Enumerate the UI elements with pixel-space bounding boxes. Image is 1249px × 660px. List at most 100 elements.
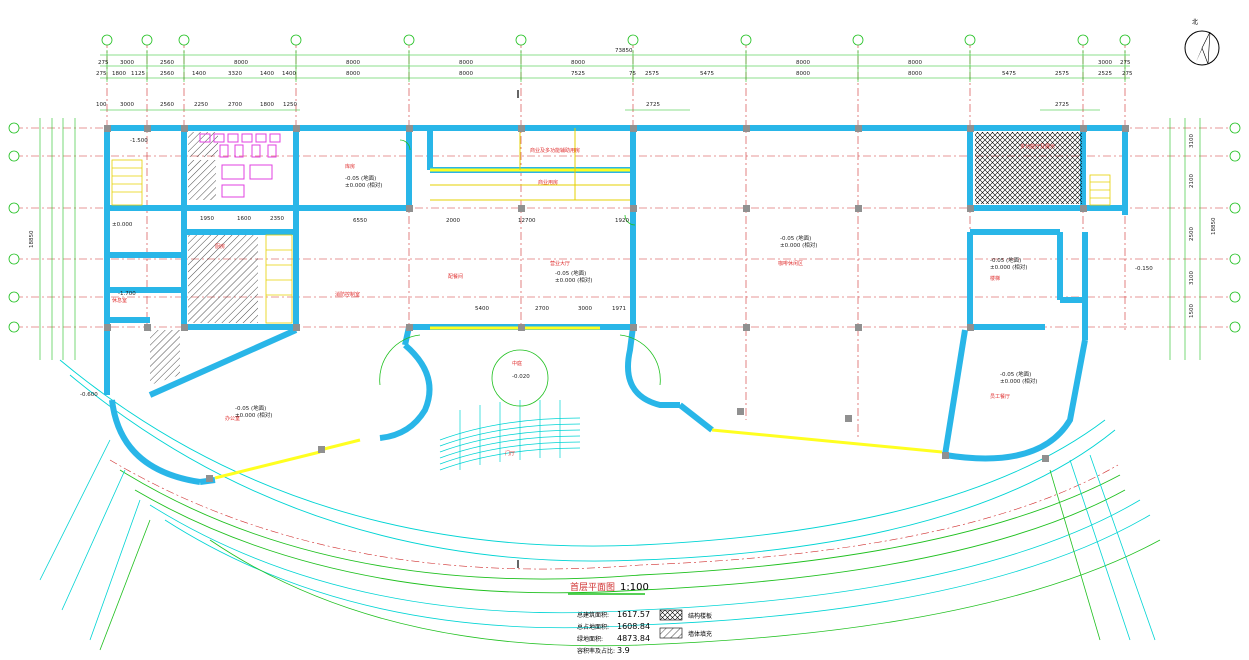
level-text: -0.020 [512,374,530,380]
stairs [111,159,1111,324]
dim-text: 2250 [194,102,208,108]
stat-value: 1608.84 [617,622,650,631]
level-text: -0.05 (地面) [345,174,376,182]
dim-text: 2700 [535,306,549,312]
room-labels: 库房 商业及多功能辅助用房 商业用房 配餐间 营业大厅 咖啡休闲区 中庭 门厅 … [112,143,1055,457]
left-total-dimension: 18850 [29,230,35,248]
top-dim-row1: 275 3000 2560 8000 8000 8000 8000 8000 8… [98,60,1131,66]
dim-text: 1400 [260,71,274,77]
level-text: -0.600 [80,392,98,398]
room-label: 厨房 [215,243,225,250]
dim-text: 8000 [571,60,585,66]
dim-text: 3100 [1189,271,1195,285]
top-axis-bubbles [101,34,1131,46]
room-label: 商业及多功能辅助用房 [530,147,580,154]
dim-text: 275 [98,60,109,66]
stat-label: 绿地面积: [577,635,603,643]
level-text: ±0.000 (相对) [780,241,817,249]
inner-dims: 1950 1600 2350 6550 2000 12700 1920 5400… [200,102,1069,312]
dim-text: 1950 [200,216,214,222]
stat-label: 容积率及占比: [577,647,615,655]
level-text: ±0.000 (相对) [235,411,272,419]
room-label: 配餐间 [448,273,463,280]
dim-text: 1800 [112,71,126,77]
room-label: 中庭 [512,360,522,367]
dim-text: 1250 [283,102,297,108]
dim-text: 2725 [1055,102,1069,108]
columns [104,125,1129,482]
dim-text: 2000 [446,218,460,224]
room-label: 多功能厅及展示 [1020,143,1055,150]
room-label: 办公室 [225,415,240,422]
dim-text: 275 [96,71,107,77]
dim-text: 8000 [908,71,922,77]
room-label: 员工餐厅 [990,393,1010,400]
level-text: -1.700 [118,291,136,297]
north-arrow-icon: 北 [1184,18,1220,66]
dim-text: 12700 [518,218,536,224]
level-text: ±0.000 [112,222,133,228]
side-dimension-lines [39,118,1201,360]
dim-text: 1500 [1189,304,1195,318]
dim-text: 6550 [353,218,367,224]
dim-text: 275 [1122,71,1133,77]
dim-text: 2725 [646,102,660,108]
dim-text: 2500 [1189,227,1195,241]
level-text: ±0.000 (相对) [345,181,382,189]
dim-text: 3100 [1189,134,1195,148]
dim-text: 2560 [160,102,174,108]
dim-text: 275 [1120,60,1131,66]
dim-text: 1800 [260,102,274,108]
level-text: -0.05 (地面) [235,404,266,412]
building-walls [104,125,1128,485]
dim-text: 5400 [475,306,489,312]
dim-text: 2560 [160,60,174,66]
side-axis-bubbles [8,122,1241,333]
right-total-dimension: 18850 [1211,217,1217,235]
toilet-fixtures [199,133,281,198]
level-text: ±0.000 (相对) [1000,377,1037,385]
dim-text: 2350 [270,216,284,222]
room-label: 休息室 [112,297,127,304]
dim-text: 8000 [234,60,248,66]
top-dimension-lines [100,54,1130,111]
dim-text: 8000 [346,71,360,77]
stat-value: 4873.84 [617,634,650,643]
site-curves [39,359,1161,651]
dim-text: 1971 [612,306,626,312]
dim-text: 2575 [645,71,659,77]
room-label: 消防控制室 [335,291,360,298]
legend-block: 结构楼板 墙体填充 [659,609,712,639]
door-swings [379,139,661,407]
dim-text: 8000 [796,71,810,77]
dim-text: 8000 [459,71,473,77]
level-text: -0.05 (地面) [780,234,811,242]
room-label: 咖啡休闲区 [778,260,803,267]
dim-text: 7525 [571,71,585,77]
dim-text: 3000 [120,102,134,108]
room-label: 营业大厅 [550,260,570,267]
dim-text: 3320 [228,71,242,77]
dim-text: 2700 [228,102,242,108]
title-text: 首层平面图 [570,581,615,593]
room-label: 楼梯 [990,275,1000,282]
stats-block: 总建筑面积: 1617.57 总占地面积: 1608.84 绿地面积: 4873… [577,610,650,655]
level-text: -0.05 (地面) [1000,370,1031,378]
dim-text: 5475 [700,71,714,77]
stat-label: 总占地面积: [577,623,609,631]
scale-text: 1:100 [620,582,649,593]
overall-dimension: 73850 [615,48,633,54]
north-label: 北 [1192,18,1198,26]
level-text: -1.500 [130,138,148,144]
dim-text: 1400 [282,71,296,77]
level-text: -0.150 [1135,266,1153,272]
window-strips [214,168,943,480]
level-text: -0.05 (地面) [990,256,1021,264]
dim-text: 8000 [346,60,360,66]
inner-partitions [430,128,630,201]
dim-text: 8000 [908,60,922,66]
top-dim-row3: 100 3000 2560 2250 2700 1800 1250 [96,102,297,108]
dim-text: 1600 [237,216,251,222]
right-dims: 3100 2100 2500 3100 1500 [1189,134,1195,318]
